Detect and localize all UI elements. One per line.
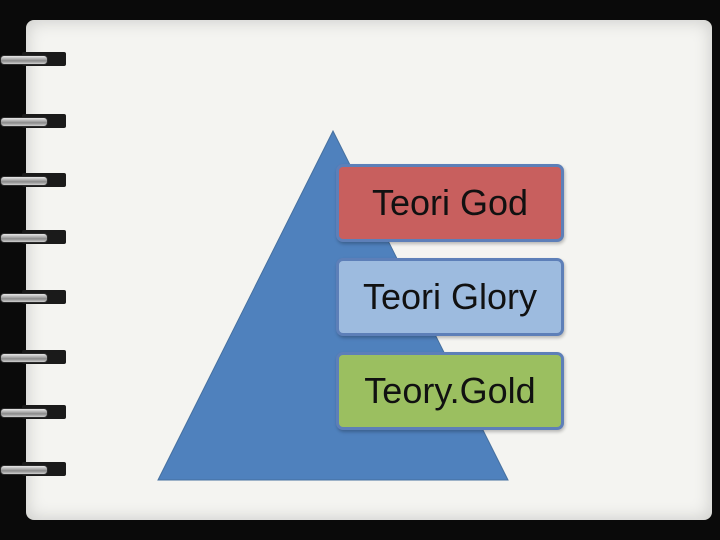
binding-ring-icon [0,114,66,128]
level-label-bottom: Teory.Gold [364,370,536,411]
binding-ring-icon [0,230,66,244]
level-label-middle: Teori Glory [362,276,538,317]
binding-ring-icon [0,462,66,476]
binding-ring-icon [0,290,66,304]
binding-ring-icon [0,350,66,364]
binding-ring-icon [0,52,66,66]
binding-ring-icon [0,173,66,187]
level-box-top: Teori God [336,164,564,242]
level-label-top: Teori God [371,182,529,223]
binding-ring-icon [0,405,66,419]
level-box-middle: Teori Glory [336,258,564,336]
level-box-bottom: Teory.Gold [336,352,564,430]
notebook-binding [0,0,80,540]
